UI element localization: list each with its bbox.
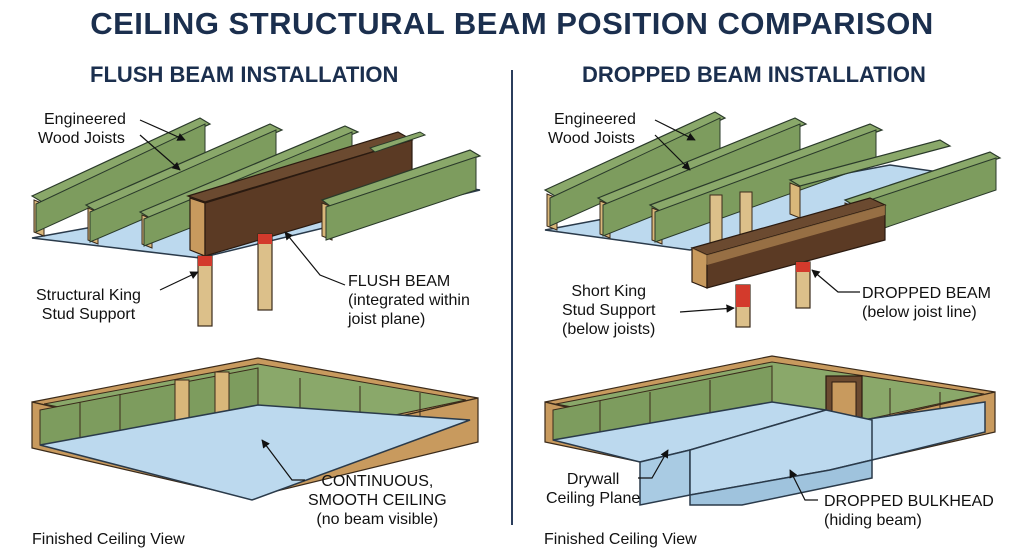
- flush-king-stud: [257, 233, 273, 311]
- bulkhead-label: DROPPED BULKHEAD (hiding beam): [824, 492, 994, 530]
- panel-divider: [511, 70, 513, 525]
- leader-line: [261, 439, 305, 481]
- dropped-stud-support: [735, 284, 751, 328]
- bulkhead-label-line2: (hiding beam): [824, 512, 922, 529]
- short-stud-label-line2: Stud Support: [562, 302, 656, 319]
- leader-line: [789, 469, 818, 501]
- flush-stud-label-line2: Stud Support: [41, 306, 136, 323]
- short-stud-label-line1: Short King: [571, 283, 647, 300]
- flush-joists-label-line1: Engineered: [44, 111, 126, 128]
- flush-stud-label-line1: Structural King: [36, 287, 141, 304]
- leader-line: [654, 134, 691, 171]
- dropped-finished-ceiling: [544, 355, 996, 506]
- diagram-title: CEILING STRUCTURAL BEAM POSITION COMPARI…: [90, 6, 934, 41]
- dropped-beam-label-line2: (below joist line): [862, 304, 977, 321]
- flush-joists-label: Engineered Wood Joists: [38, 110, 126, 148]
- leader-line: [284, 231, 346, 286]
- flush-finished-ceiling: [31, 357, 479, 501]
- flush-beam-label-line2: (integrated within: [348, 292, 470, 309]
- dropped-joists-label-line2: Wood Joists: [548, 130, 635, 147]
- flush-joist: [84, 123, 284, 245]
- dropped-view-label: Finished Ceiling View: [544, 531, 697, 548]
- flush-beam: [186, 131, 414, 257]
- dropped-beam-label-line1: DROPPED BEAM: [862, 285, 991, 302]
- flush-joist: [320, 149, 482, 241]
- continuous-ceiling-label-line2: SMOOTH CEILING: [308, 492, 447, 509]
- dropped-stud-support: [795, 261, 811, 309]
- flush-joists-label-line2: Wood Joists: [38, 130, 125, 147]
- flush-stud-label: Structural King Stud Support: [36, 286, 141, 324]
- flush-beam-label-line1: FLUSH BEAM: [348, 273, 451, 290]
- drywall-label-line1: Drywall: [566, 471, 620, 488]
- dropped-heading: DROPPED BEAM INSTALLATION: [582, 62, 926, 87]
- bulkhead-label-line1: DROPPED BULKHEAD: [824, 493, 994, 510]
- continuous-ceiling-label-line3: (no beam visible): [316, 511, 439, 528]
- flush-heading: FLUSH BEAM INSTALLATION: [90, 62, 399, 87]
- leader-line: [638, 449, 669, 479]
- leader-line: [811, 269, 860, 293]
- flush-king-stud: [197, 255, 213, 327]
- leader-line: [139, 134, 181, 171]
- leader-line: [159, 271, 199, 291]
- short-stud-label-line3: (below joists): [562, 321, 656, 338]
- dropped-beam: [690, 197, 887, 289]
- flush-joist: [30, 117, 212, 237]
- dropped-joist: [788, 139, 952, 219]
- dropped-beam-label: DROPPED BEAM (below joist line): [862, 284, 991, 322]
- leader-line: [654, 119, 696, 141]
- flush-joist: [368, 131, 427, 153]
- dropped-beam-assembly: [543, 111, 1002, 328]
- flush-beam-assembly: [30, 117, 482, 327]
- flush-beam-label-line3: joist plane): [348, 311, 426, 328]
- dropped-joists-label-line1: Engineered: [554, 111, 636, 128]
- flush-view-label: Finished Ceiling View: [32, 531, 185, 548]
- drywall-label: Drywall Ceiling Plane: [546, 470, 640, 508]
- continuous-ceiling-surface: [39, 404, 471, 501]
- continuous-ceiling-label: CONTINUOUS, SMOOTH CEILING (no beam visi…: [308, 472, 447, 529]
- flush-beam-label: FLUSH BEAM (integrated within joist plan…: [348, 272, 470, 329]
- continuous-ceiling-label-line1: CONTINUOUS,: [321, 473, 434, 490]
- leader-line: [139, 119, 186, 141]
- drywall-label-line2: Ceiling Plane: [546, 490, 641, 507]
- short-stud-label: Short King Stud Support (below joists): [562, 282, 655, 339]
- leader-line: [679, 304, 735, 313]
- dropped-joists-label: Engineered Wood Joists: [548, 110, 636, 148]
- dropped-bulkhead: [639, 409, 873, 506]
